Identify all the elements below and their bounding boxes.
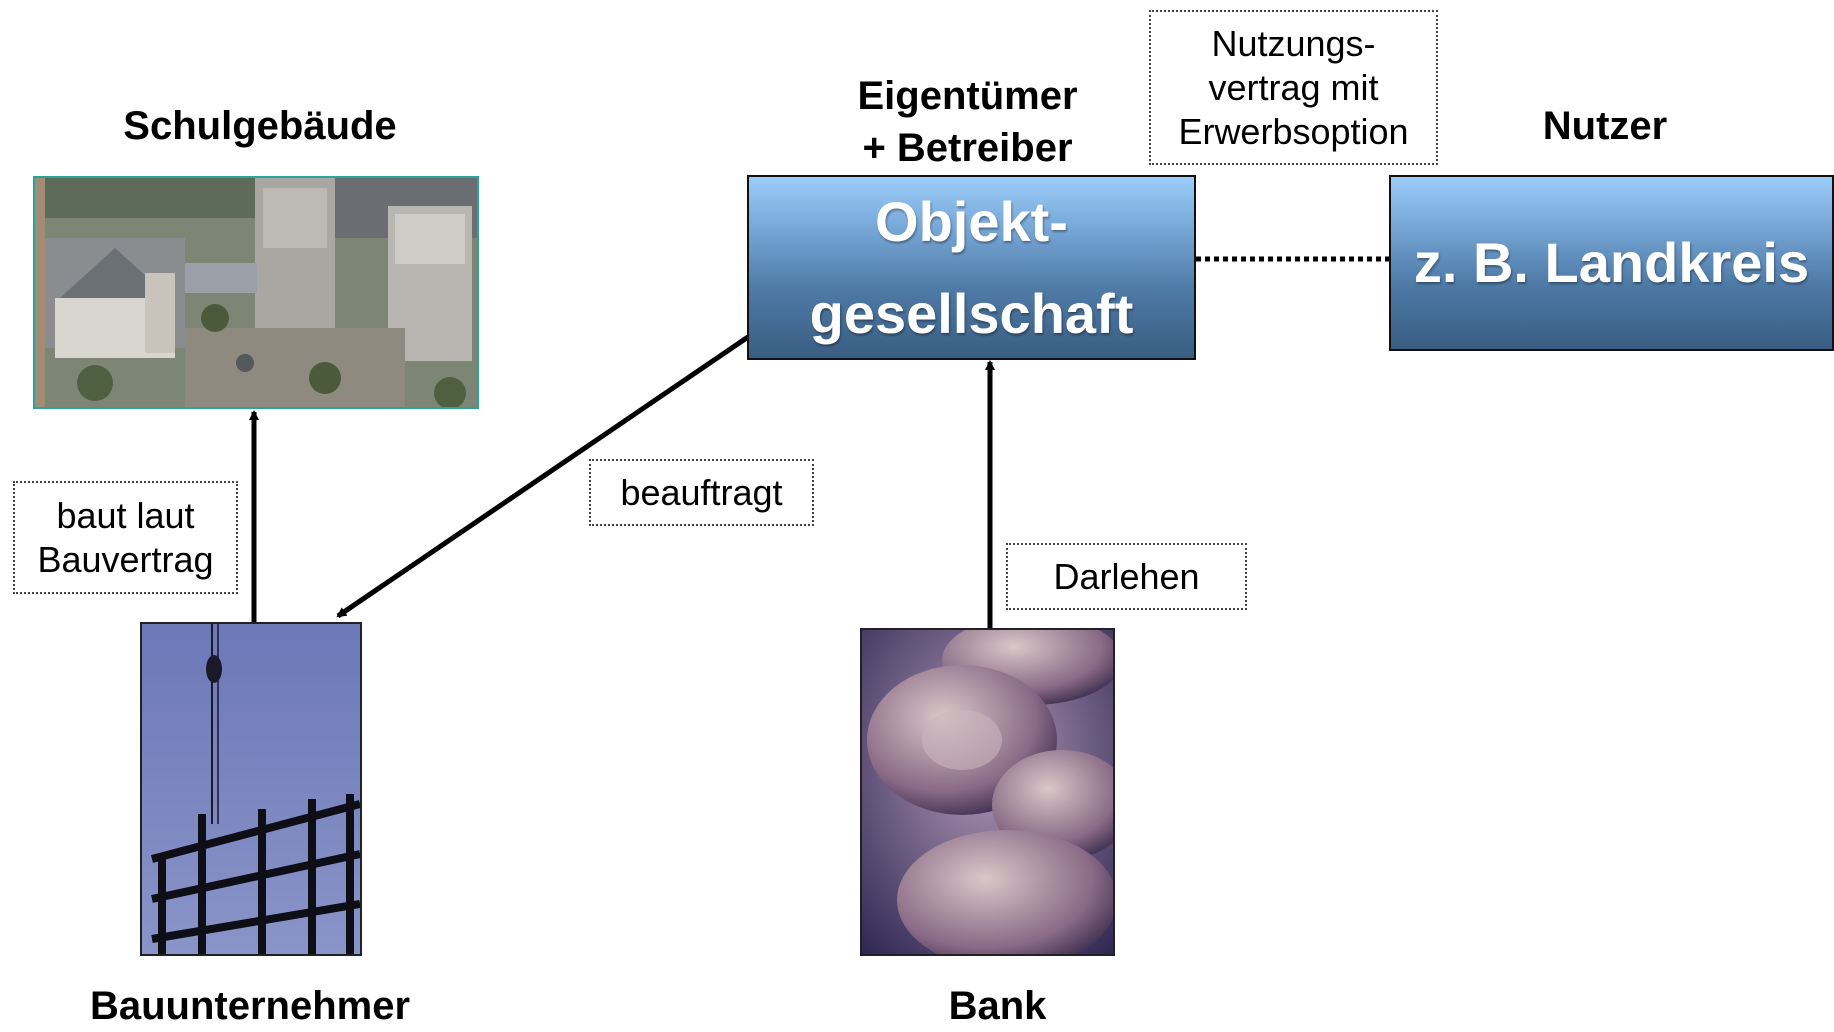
euro-coins-image [862,630,1113,954]
bank-coins-photo [860,628,1115,956]
loan-label: Darlehen [1053,555,1200,597]
usage-contract-line3: Erwerbsoption [1178,110,1409,152]
owner-heading-line1: Eigentümer [857,74,1078,118]
bank-label: Bank [948,984,1047,1028]
user-heading: Nutzer [1542,104,1668,148]
construction-photo [140,622,362,956]
builds-contract-line2: Bauvertrag [37,538,214,580]
construction-crane-image [142,624,360,954]
loan-note: Darlehen [1006,543,1247,610]
arrow-commissions [336,334,750,619]
builds-contract-line1: baut laut [56,494,195,536]
owner-heading: Eigentümer + Betreiber [810,70,1125,174]
contractor-label: Bauunternehmer [89,984,411,1028]
owner-heading-line2: + Betreiber [862,126,1073,170]
school-aerial-image [35,178,477,407]
school-building-photo [33,176,479,409]
school-label: Schulgebäude [123,104,397,148]
usage-contract-note: Nutzungs- vertrag mit Erwerbsoption [1149,10,1438,165]
owner-box-objektgesellschaft[interactable]: Objekt- gesellschaft [747,175,1196,360]
owner-box-line1: Objekt- [875,189,1068,253]
builds-contract-note: baut laut Bauvertrag [13,481,238,594]
commissions-note: beauftragt [589,459,814,526]
user-box-landkreis[interactable]: z. B. Landkreis [1389,175,1834,351]
usage-contract-line1: Nutzungs- [1211,22,1376,64]
usage-contract-line2: vertrag mit [1208,66,1379,108]
owner-box-line2: gesellschaft [809,281,1134,345]
user-box-label: z. B. Landkreis [1413,231,1810,294]
commissions-label: beauftragt [620,471,783,513]
